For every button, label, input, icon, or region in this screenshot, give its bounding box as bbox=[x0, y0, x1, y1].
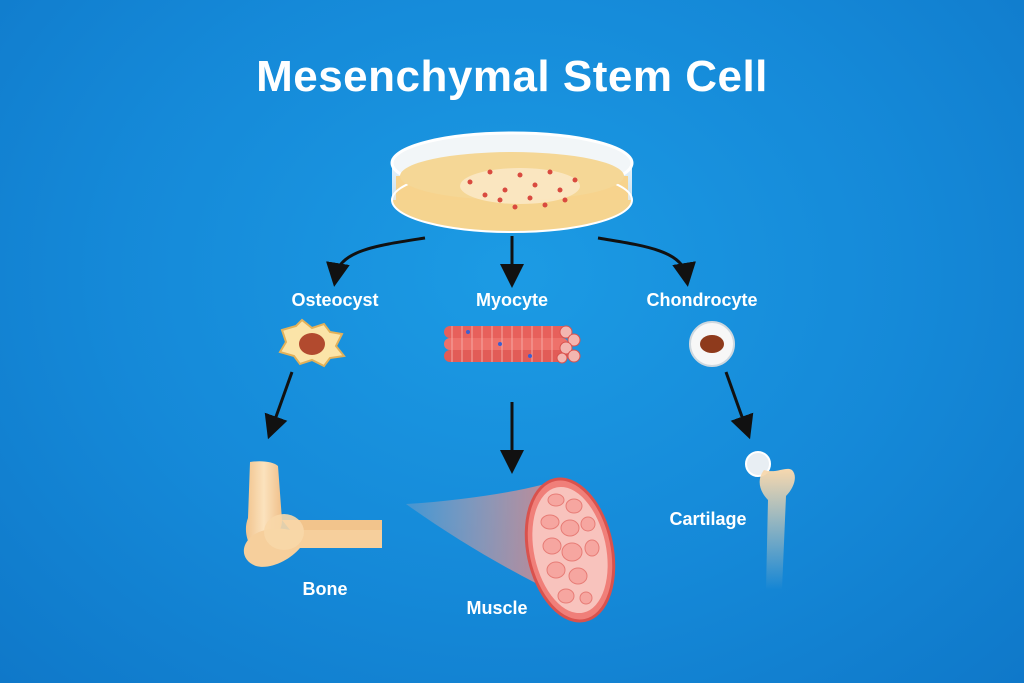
label-myocyte: Myocyte bbox=[475, 290, 549, 310]
arrow-to-bone bbox=[264, 371, 294, 440]
label-chondrocyte: Chondrocyte bbox=[646, 290, 758, 310]
muscle-cross-section-icon bbox=[406, 477, 616, 623]
arrow-to-cartilage bbox=[724, 371, 754, 440]
label-bone: Bone bbox=[302, 579, 348, 599]
petri-dish-icon bbox=[390, 131, 634, 233]
osteocyte-cell-icon bbox=[278, 318, 346, 368]
label-osteocyst: Osteocyst bbox=[291, 290, 379, 310]
label-muscle: Muscle bbox=[466, 598, 528, 618]
label-cartilage: Cartilage bbox=[669, 509, 747, 529]
chondrocyte-cell-icon bbox=[689, 321, 735, 367]
arrow-to-osteocyst bbox=[326, 236, 426, 287]
elbow-bone-icon bbox=[243, 461, 382, 567]
muscle-fiber-bundle-icon bbox=[444, 325, 581, 364]
diagram-title: Mesenchymal Stem Cell bbox=[256, 52, 768, 101]
arrow-to-chondrocyte bbox=[597, 236, 696, 287]
femur-cartilage-icon bbox=[745, 451, 795, 590]
arrows bbox=[264, 236, 754, 474]
